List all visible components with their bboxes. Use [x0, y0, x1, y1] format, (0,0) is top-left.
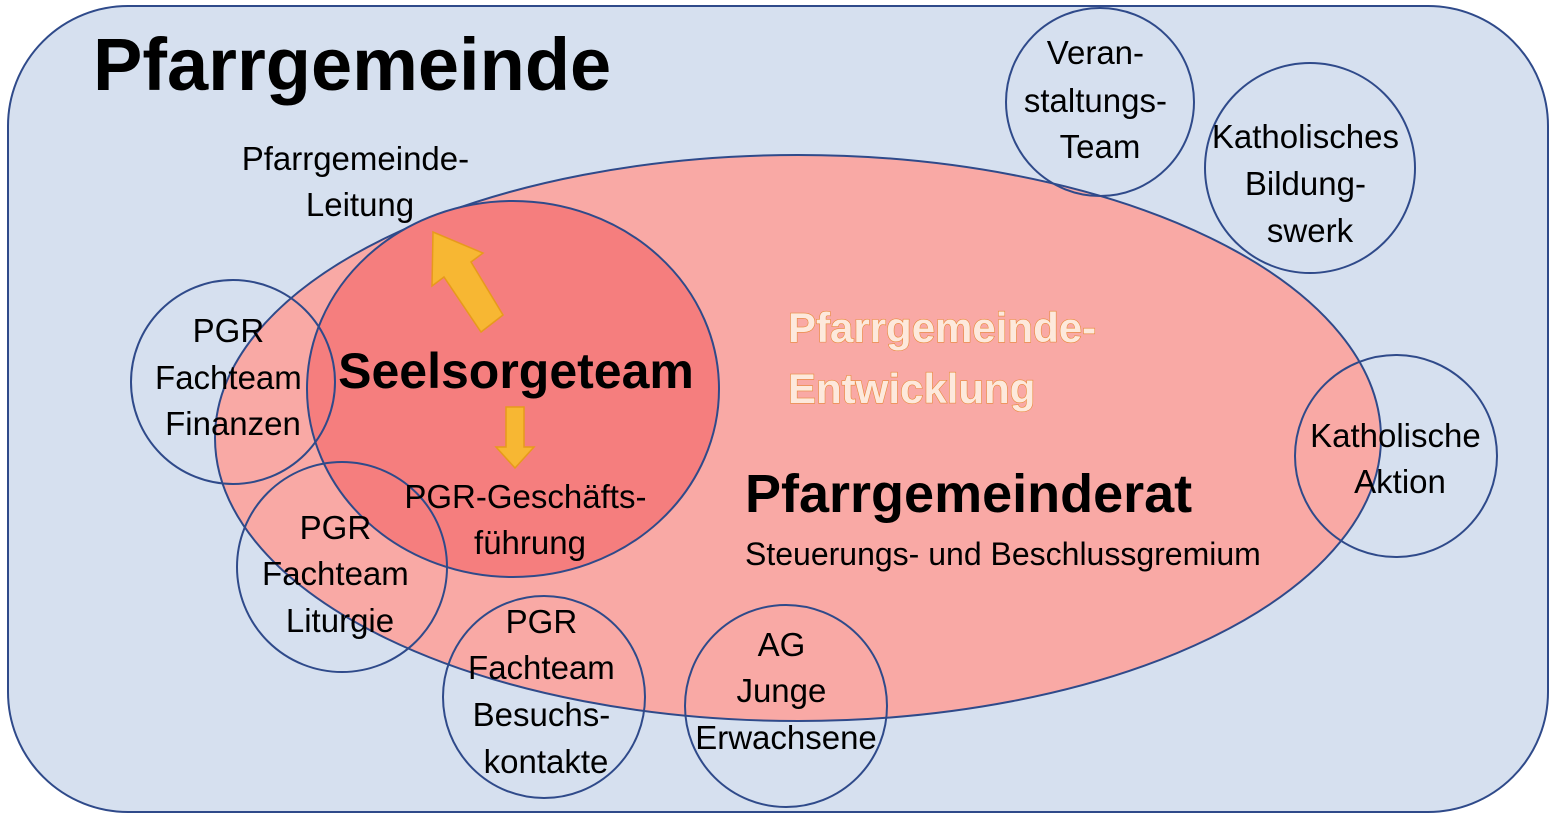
katholische-aktion-label: Katholische Aktion	[1310, 417, 1490, 500]
junge-line2: Junge	[736, 672, 826, 709]
fachteam-liturgie-label: PGR Fachteam Liturgie	[262, 509, 418, 639]
geschaeftsfuehrung-line1: PGR-Geschäfts-	[404, 478, 646, 515]
liturgie-line3: Liturgie	[286, 602, 394, 639]
leitung-label: Pfarrgemeinde- Leitung	[242, 140, 479, 223]
veranstaltung-line2: staltungs-	[1024, 82, 1167, 119]
junge-line3: Erwachsene	[695, 719, 877, 756]
besuch-line4: kontakte	[484, 743, 609, 780]
aktion-line2: Aktion	[1354, 463, 1446, 500]
entwicklung-line1: Pfarrgemeinde-	[788, 304, 1096, 351]
bildungswerk-label: Katholisches Bildung- swerk	[1212, 118, 1408, 249]
entwicklung-line2: Entwicklung	[788, 365, 1035, 412]
leitung-line2: Leitung	[306, 186, 414, 223]
pfarrgemeinderat-label: Pfarrgemeinderat	[745, 464, 1192, 524]
finanzen-line3: Finanzen	[165, 405, 301, 442]
fachteam-besuch-circle	[442, 595, 646, 799]
aktion-line1: Katholische	[1310, 417, 1481, 454]
seelsorgeteam-circle	[306, 200, 720, 578]
besuch-line2: Fachteam	[468, 649, 615, 686]
finanzen-line1: PGR	[193, 312, 265, 349]
fachteam-finanzen-label: PGR Fachteam Finanzen	[155, 312, 311, 442]
bildungswerk-circle	[1204, 62, 1416, 274]
veranstaltungsteam-label: Veran- staltungs- Team	[1024, 34, 1176, 165]
arrow-up-icon	[431, 230, 504, 334]
page-title: Pfarrgemeinde	[93, 23, 611, 106]
veranstaltungsteam-circle	[1005, 7, 1195, 197]
fachteam-besuch-label: PGR Fachteam Besuchs- kontakte	[468, 603, 624, 780]
ag-junge-erwachsene-circle	[684, 604, 888, 808]
leitung-line1: Pfarrgemeinde-	[242, 140, 469, 177]
fachteam-liturgie-circle	[236, 461, 448, 673]
seelsorgeteam-label: Seelsorgeteam	[338, 343, 694, 399]
liturgie-line1: PGR	[300, 509, 372, 546]
veranstaltung-line3: Team	[1060, 128, 1141, 165]
junge-line1: AG	[758, 626, 806, 663]
katholische-aktion-circle	[1294, 354, 1498, 558]
liturgie-line2: Fachteam	[262, 555, 409, 592]
ag-junge-erwachsene-label: AG Junge Erwachsene	[695, 626, 877, 756]
geschaeftsfuehrung-line2: führung	[474, 524, 586, 561]
finanzen-line2: Fachteam	[155, 359, 302, 396]
geschaeftsfuehrung-label: PGR-Geschäfts- führung	[404, 478, 655, 561]
bildung-line1: Katholisches	[1212, 118, 1399, 155]
veranstaltung-line1: Veran-	[1047, 34, 1144, 71]
entwicklung-label: Pfarrgemeinde- Entwicklung	[788, 304, 1108, 412]
bildung-line3: swerk	[1267, 212, 1354, 249]
bildung-line2: Bildung-	[1245, 165, 1366, 202]
arrow-down-icon	[494, 406, 536, 470]
besuch-line3: Besuchs-	[473, 696, 611, 733]
besuch-line1: PGR	[506, 603, 578, 640]
pfarrgemeinderat-subtitle: Steuerungs- und Beschlussgremium	[745, 536, 1261, 572]
fachteam-finanzen-circle	[130, 279, 336, 485]
